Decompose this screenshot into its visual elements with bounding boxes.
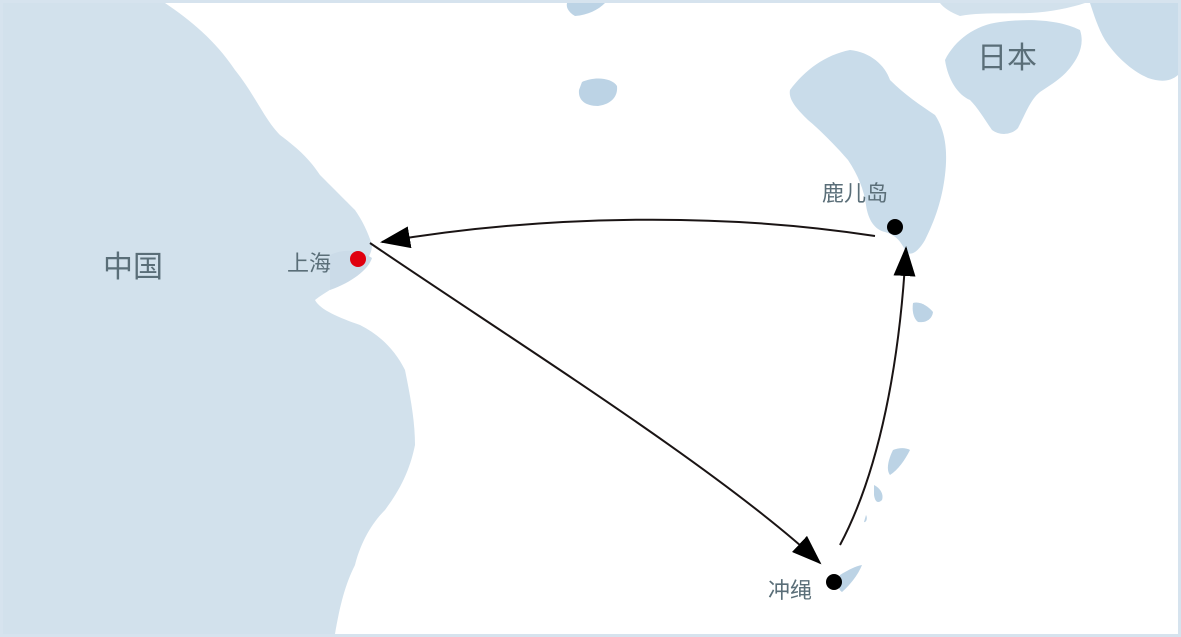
route-shanghai-to-okinawa [369,242,822,565]
land-island-okinawa [838,565,862,592]
label-shanghai: 上海 [287,252,332,277]
land-island-small-1 [874,485,883,503]
marker-okinawa[interactable] [826,574,842,590]
land-island-tanegashima [912,302,933,323]
route-okinawa-to-kagoshima [839,246,916,546]
route-kagoshima-to-shanghai [380,218,876,249]
land-japan-top [940,3,1085,16]
land-japan-north [1090,3,1178,81]
label-china: 中国 [103,250,163,285]
marker-kagoshima[interactable] [887,219,903,235]
label-japan: 日本 [977,41,1037,76]
label-kagoshima: 鹿儿岛 [822,182,889,207]
land-top-island-1 [566,3,605,16]
label-okinawa: 冲绳 [768,579,813,604]
land-island-jeju [578,78,618,106]
marker-shanghai[interactable] [350,251,366,267]
land-island-small-2 [864,515,867,523]
land-china [3,3,415,634]
land-kyushu [789,50,947,254]
land-island-amami [887,448,910,475]
land-japan-honshu [945,20,1082,134]
